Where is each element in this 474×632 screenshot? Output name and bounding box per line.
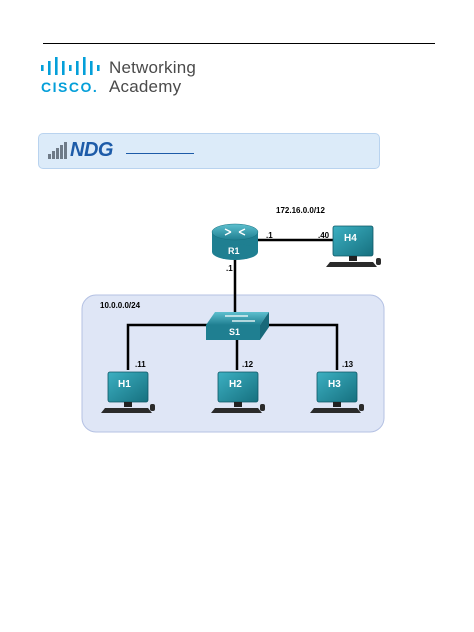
r1-wan-address: .1 — [266, 231, 273, 240]
h1-address: .11 — [135, 360, 146, 369]
top-rule — [43, 43, 435, 44]
h4-address: .40 — [318, 231, 330, 240]
router-r1 — [211, 223, 259, 260]
host-h4-label: H4 — [344, 233, 357, 244]
r1-lan-address: .1 — [226, 264, 233, 273]
brand-academy: Academy — [109, 77, 182, 96]
cisco-logo — [41, 57, 100, 75]
link-s1-h1 — [126, 323, 212, 370]
h2-address: .12 — [242, 360, 254, 369]
lan-network-label: 10.0.0.0/24 — [100, 301, 141, 310]
router-label: R1 — [228, 246, 240, 256]
cisco-wordmark: CISCO. — [41, 79, 99, 95]
host-h3 — [310, 371, 364, 413]
lan-zone — [81, 294, 385, 433]
switch-s1 — [206, 312, 269, 340]
ndg-logo-text: NDG — [70, 139, 113, 161]
switch-label: S1 — [229, 327, 241, 337]
wan-network-label: 172.16.0.0/12 — [276, 206, 325, 215]
host-h2 — [211, 371, 265, 413]
host-h3-label: H3 — [328, 379, 341, 390]
host-h1 — [101, 371, 155, 413]
ndg-banner — [38, 133, 380, 169]
host-h2-label: H2 — [229, 379, 242, 390]
ndg-underline — [126, 153, 194, 154]
host-h4 — [326, 225, 381, 267]
host-h1-label: H1 — [118, 379, 131, 390]
h3-address: .13 — [342, 360, 354, 369]
brand-networking: Networking — [109, 58, 197, 77]
link-s1-h3 — [262, 323, 339, 370]
ndg-bars-icon — [48, 142, 67, 159]
